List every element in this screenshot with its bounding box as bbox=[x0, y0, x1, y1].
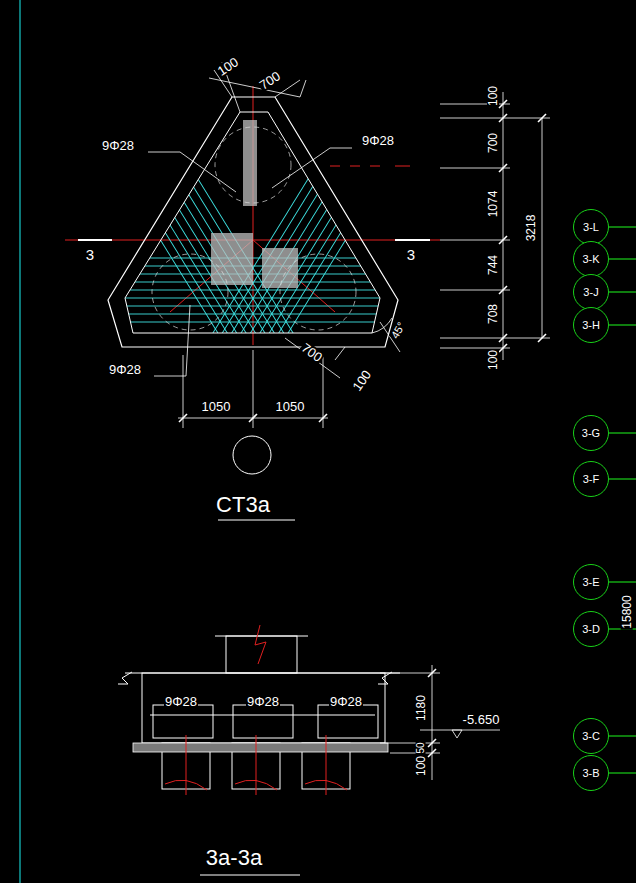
axis-label: 3-F bbox=[583, 474, 600, 485]
axis-bubble: 3-L bbox=[573, 209, 609, 245]
dimension-text: 3 bbox=[85, 247, 95, 262]
dimension-text: 9Φ28 bbox=[101, 139, 135, 152]
dimension-text: 3a-3a bbox=[205, 847, 263, 869]
dimension-text: 9Φ28 bbox=[108, 363, 142, 376]
dimension-text: 1050 bbox=[201, 400, 232, 413]
dimension-text: 708 bbox=[487, 303, 499, 325]
axis-bubble: 3-G bbox=[573, 415, 609, 451]
dimension-text: 3218 bbox=[525, 214, 537, 243]
dimension-text: 1050 bbox=[275, 400, 306, 413]
axis-label: 3-B bbox=[582, 768, 599, 779]
dimension-text: 3 bbox=[406, 247, 416, 262]
dimension-text: 50 bbox=[416, 741, 426, 754]
axis-label: 3-C bbox=[582, 731, 600, 742]
axis-bubble: 3-E bbox=[573, 564, 609, 600]
dimension-text: 100 bbox=[487, 85, 499, 107]
dimension-text: CT3a bbox=[215, 494, 271, 516]
dimension-text: 9Φ28 bbox=[164, 695, 198, 708]
dimension-text: 100 bbox=[350, 367, 374, 394]
dimension-text: 15800 bbox=[621, 594, 633, 629]
dimension-text: 100 bbox=[487, 349, 499, 371]
axis-bubble: 3-C bbox=[573, 718, 609, 754]
axis-bubble: 3-B bbox=[573, 755, 609, 791]
axis-bubble: 3-K bbox=[573, 241, 609, 277]
dimension-text: -5.650 bbox=[462, 713, 501, 726]
dimension-text: 100 bbox=[215, 54, 242, 78]
axis-label: 3-J bbox=[583, 287, 598, 298]
axis-bubble: 3-H bbox=[573, 307, 609, 343]
dimension-text: 100 bbox=[415, 755, 427, 777]
dimension-text: 9Φ28 bbox=[361, 134, 395, 147]
axis-bubble: 3-F bbox=[573, 461, 609, 497]
axis-label: 3-D bbox=[582, 624, 600, 635]
axis-label: 3-G bbox=[582, 428, 600, 439]
dimension-text: 9Φ28 bbox=[246, 695, 280, 708]
dimension-text: 1180 bbox=[415, 694, 427, 722]
dimension-text: 9Φ28 bbox=[329, 695, 363, 708]
axis-bubble: 3-J bbox=[573, 274, 609, 310]
dimension-text: 700 bbox=[299, 340, 326, 364]
axis-label: 3-K bbox=[582, 254, 599, 265]
dimension-text: 744 bbox=[487, 254, 499, 276]
dimension-text: 700 bbox=[487, 132, 499, 154]
axis-label: 3-L bbox=[583, 222, 599, 233]
axis-bubble: 3-D bbox=[573, 611, 609, 647]
axis-label: 3-H bbox=[582, 320, 600, 331]
dimension-text: 1074 bbox=[487, 190, 499, 219]
axis-label: 3-E bbox=[582, 577, 599, 588]
dimension-text: 700 bbox=[257, 68, 284, 92]
